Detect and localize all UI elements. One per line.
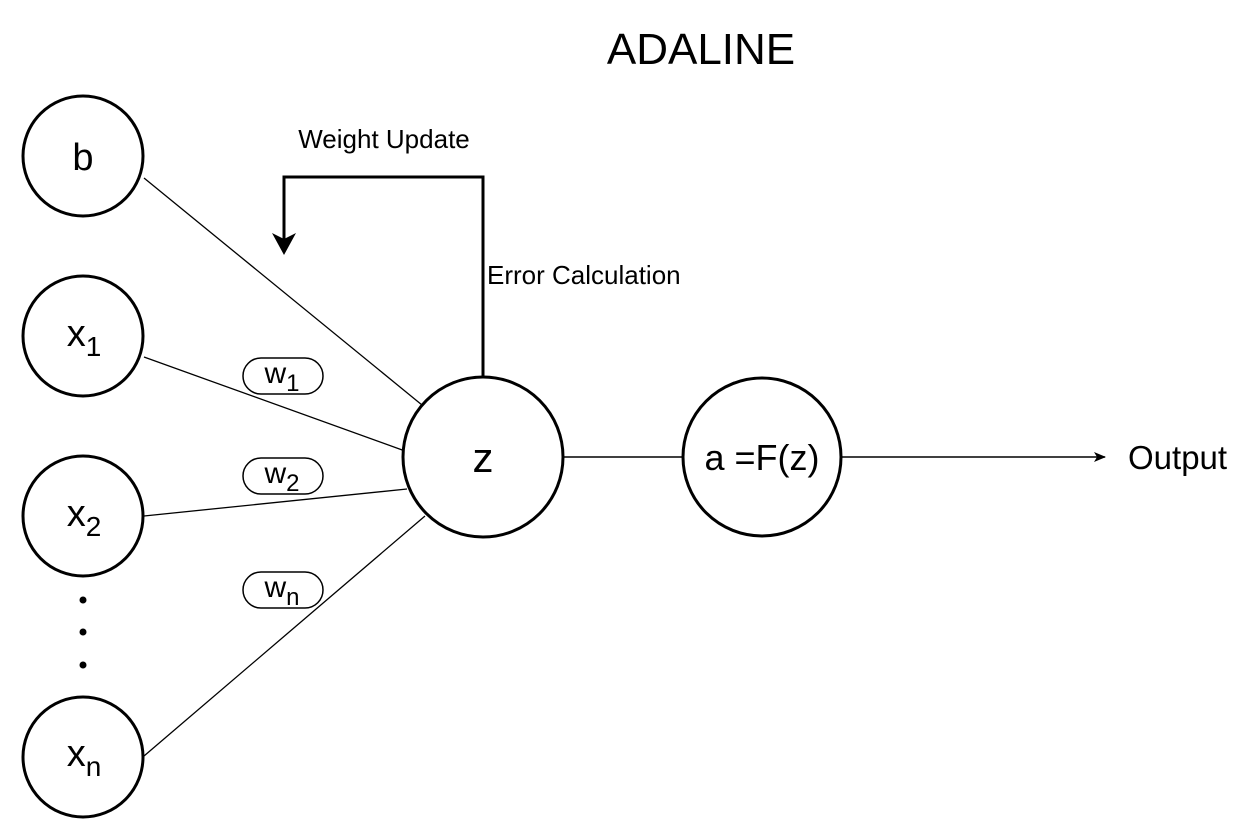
- bias-node: b: [21, 94, 145, 218]
- activation-label: a =F(z): [704, 437, 819, 478]
- activation-node: a =F(z): [681, 376, 843, 538]
- edge-x1-z: [143, 356, 406, 452]
- x2-node: x2: [21, 454, 145, 578]
- feedback-arrowhead: [272, 233, 296, 255]
- edge-bias-z: [143, 177, 423, 406]
- weight-wn: wn: [242, 571, 324, 611]
- x1-label: x1: [67, 313, 102, 362]
- feedback-line: [282, 175, 485, 377]
- output-label: Output: [1128, 439, 1227, 476]
- weight-w1: w1: [242, 357, 324, 397]
- edge-xn-z: [143, 515, 426, 757]
- x2-label: x2: [67, 493, 102, 542]
- weight-update-label: Weight Update: [298, 124, 470, 154]
- svg-text:w1: w1: [263, 357, 299, 397]
- edge-x2-z: [143, 488, 408, 517]
- svg-text:w2: w2: [263, 457, 299, 497]
- weight-w2: w2: [242, 457, 324, 497]
- bias-label: b: [72, 137, 93, 179]
- xn-node: xn: [21, 695, 145, 819]
- svg-text:wn: wn: [263, 571, 299, 611]
- x1-node: x1: [21, 274, 145, 398]
- error-calculation-label: Error Calculation: [487, 260, 681, 290]
- ellipsis-dots: [79, 596, 87, 669]
- sum-label: z: [473, 434, 494, 481]
- diagram-title: ADALINE: [607, 25, 795, 74]
- xn-label: xn: [67, 733, 102, 782]
- sum-node: z: [401, 375, 565, 539]
